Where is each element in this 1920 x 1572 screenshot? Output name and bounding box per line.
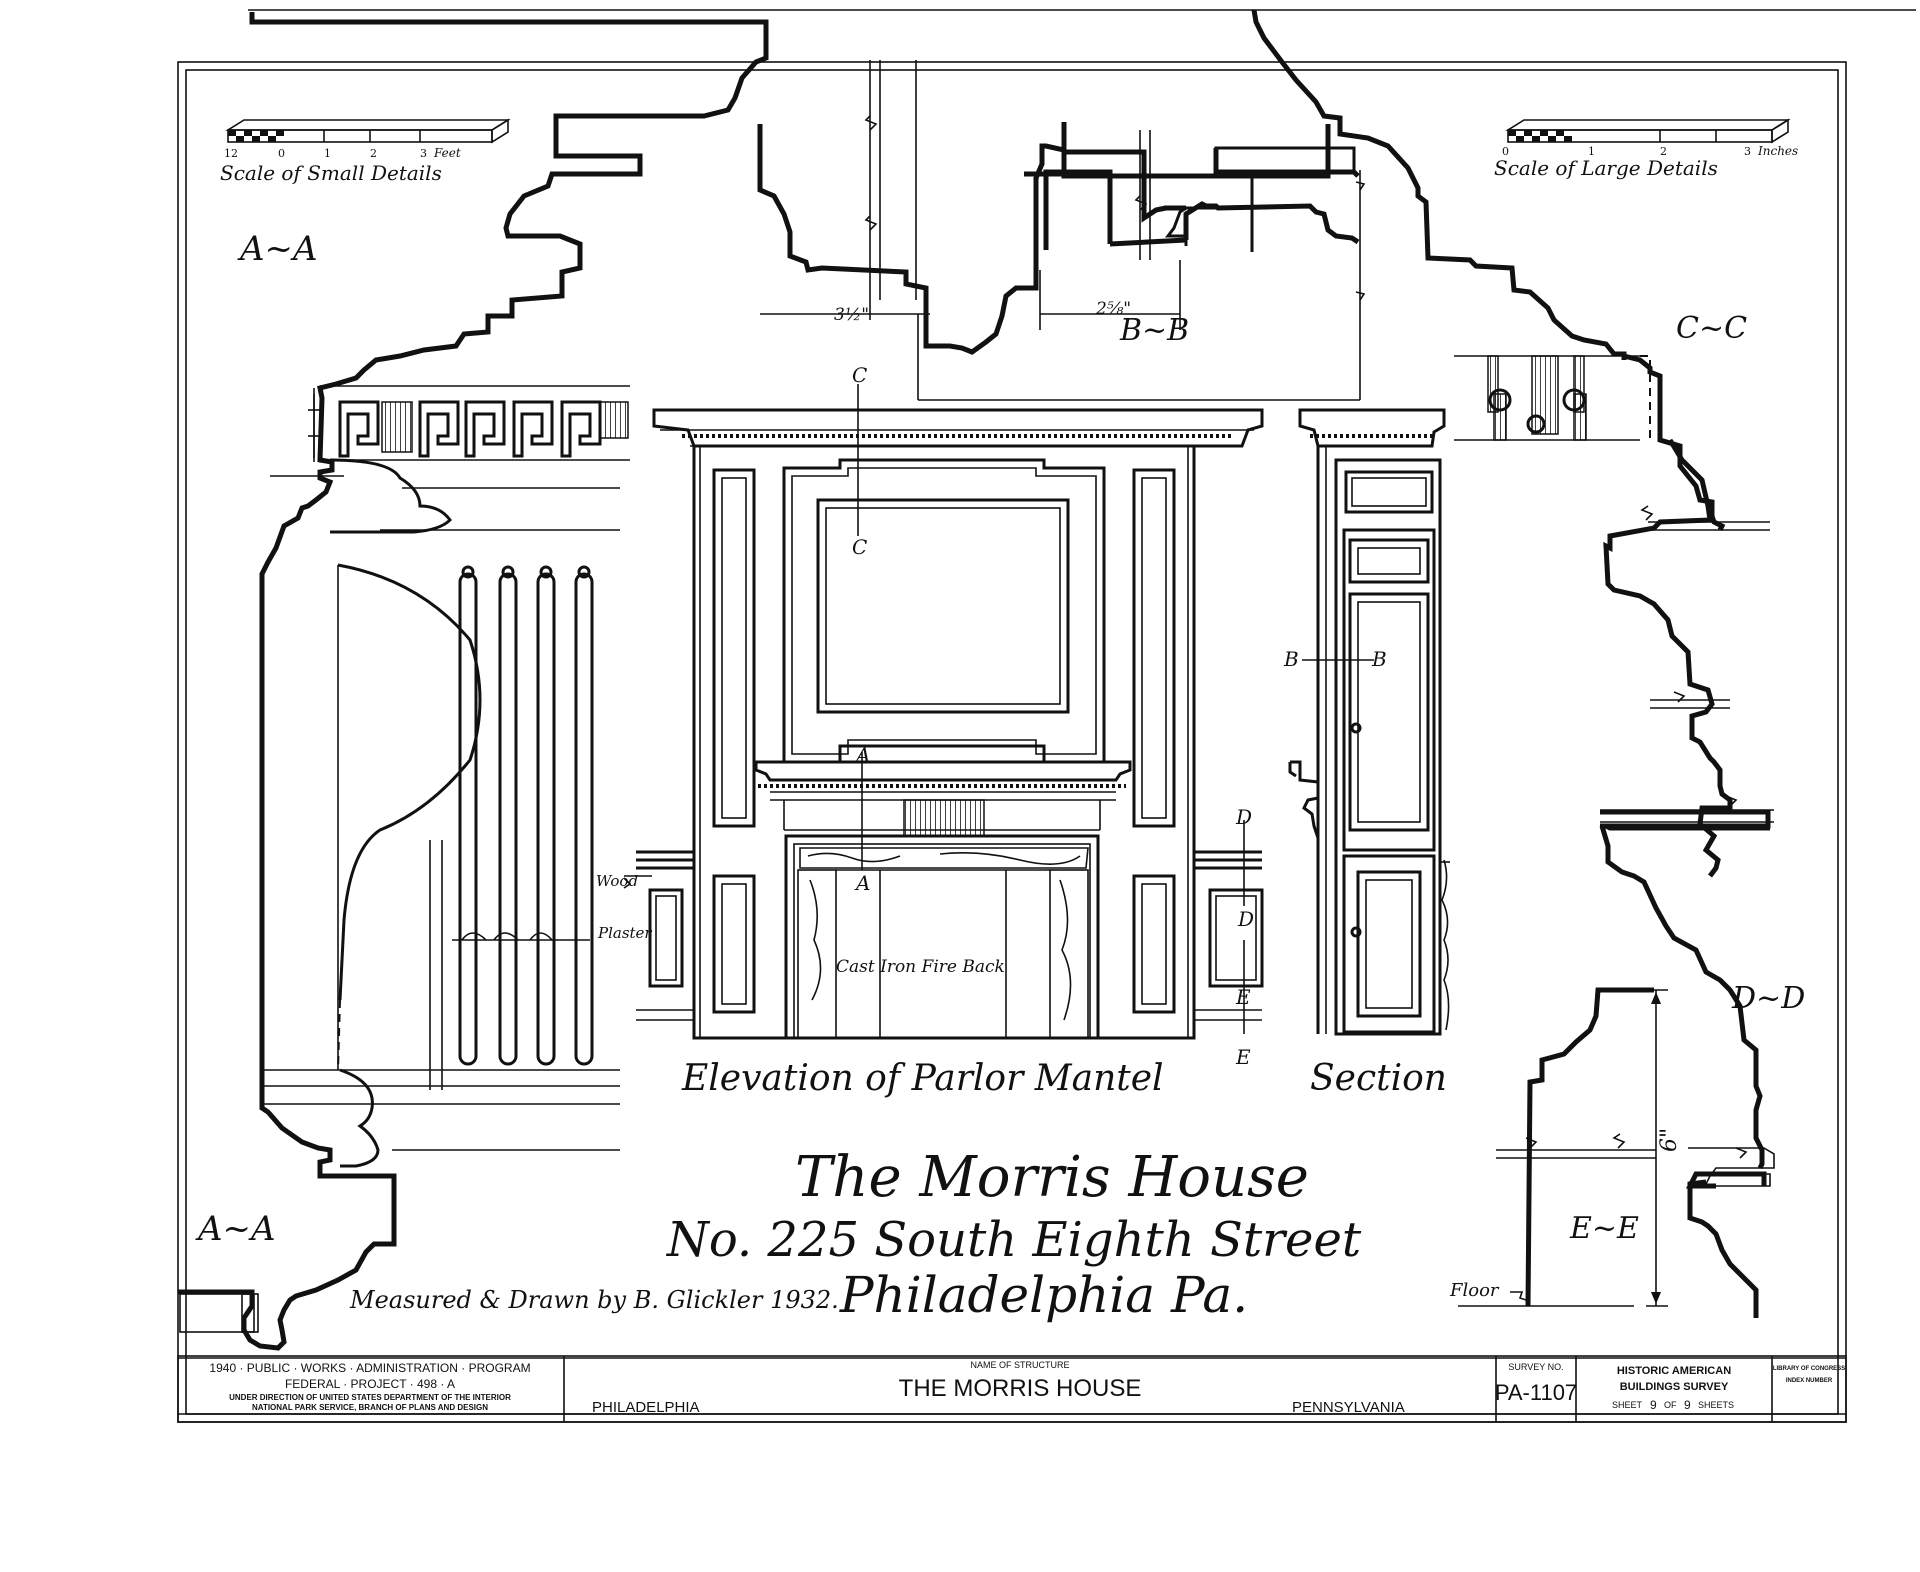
mantel-elevation [623,384,1264,1040]
sheet-word: SHEET [1612,1400,1643,1410]
scale-large-unit: Inches [1757,144,1798,158]
scale-large-label: Scale of Large Details [1494,156,1718,180]
cut-marker-d-mid: D [1237,907,1254,931]
name-of-structure-label: NAME OF STRUCTURE [971,1360,1070,1370]
greek-key-fret [313,385,630,461]
title-city: PHILADELPHIA [592,1399,700,1416]
building-address: No. 225 South Eighth Street [666,1212,1362,1268]
scale-large-tick-2: 2 [1660,145,1667,158]
label-section-a-a-bottom: A~A [195,1209,276,1249]
section-a-a-profile [178,12,769,1351]
cut-marker-c-top: C [852,363,867,387]
scale-large-tick-1: 1 [1588,145,1595,158]
section-c-c-profile [1251,9,1726,532]
section-b-b-profile [757,60,1366,401]
annotation-plaster: Plaster [597,924,652,942]
structure-name: THE MORRIS HOUSE [899,1375,1142,1402]
program-line-1: 1940 · PUBLIC · WORKS · ADMINISTRATION ·… [209,1361,530,1375]
program-line-4: NATIONAL PARK SERVICE, BRANCH OF PLANS A… [252,1403,488,1412]
survey-no-label: SURVEY NO. [1508,1362,1563,1372]
scale-small-tick-0: 0 [278,147,285,160]
habs-line-1: HISTORIC AMERICAN [1617,1365,1731,1377]
cut-marker-e-top: E [1235,985,1251,1009]
dim-6-inch: 6" [1657,1128,1682,1152]
dim-2-5-8-inch: 2⅝" [1095,299,1131,319]
cut-marker-e-bottom: E [1235,1045,1251,1069]
loc-line-2: INDEX NUMBER [1786,1378,1833,1384]
cut-marker-b-right: B [1371,647,1387,671]
section-title: Section [1310,1058,1447,1099]
title-state: PENNSYLVANIA [1292,1399,1405,1416]
scale-small-tick-3: 3 [420,147,427,160]
cut-marker-c-mid: C [852,535,867,559]
scale-small-tick-2: 2 [370,147,377,160]
credit-line: Measured & Drawn by B. Glickler 1932. [349,1286,839,1314]
sheets-word: SHEETS [1698,1400,1734,1410]
cut-marker-a-bottom: A [854,871,870,895]
scale-small-tick-1: 1 [324,147,331,160]
cut-marker-a-top: A [854,743,870,767]
label-section-b-b: B~B [1119,313,1189,348]
elevation-title: Elevation of Parlor Mantel [681,1058,1164,1099]
annotation-fire-back: Cast Iron Fire Back [836,957,1005,977]
label-floor: Floor [1449,1280,1500,1301]
scale-small-unit: Feet [433,146,461,160]
annotation-wood: Wood [596,872,638,890]
building-city: Philadelphia Pa. [839,1266,1248,1324]
scale-small-details: 12 0 1 2 3 Feet Scale of Small Details [220,118,511,185]
sheet-count: SHEET 9 OF 9 SHEETS [1612,1398,1734,1412]
program-line-3: UNDER DIRECTION OF UNITED STATES DEPARTM… [229,1393,511,1402]
scale-large-tick-3: 3 [1744,145,1751,158]
door-section [1288,408,1450,1036]
sheet-no: 9 [1650,1398,1657,1412]
habs-line-2: BUILDINGS SURVEY [1620,1381,1729,1393]
sheet-total: 9 [1684,1398,1691,1412]
section-e-e-profile [1458,987,1668,1307]
label-section-a-a-top: A~A [237,229,318,269]
label-section-e-e: E~E [1569,1211,1639,1246]
program-line-2: FEDERAL · PROJECT · 498 · A [285,1377,455,1391]
label-section-d-d: D~D [1731,981,1805,1016]
cut-marker-d-top: D [1235,805,1252,829]
section-profile-right [1599,438,1775,1318]
survey-no: PA-1107 [1495,1380,1577,1405]
of-word: OF [1664,1400,1677,1410]
label-section-c-c: C~C [1676,311,1747,346]
loc-line-1: LIBRARY OF CONGRESS [1773,1366,1845,1372]
flutes [458,565,594,1066]
scale-large-details: 0 1 2 3 Inches Scale of Large Details [1494,118,1798,180]
building-name: The Morris House [795,1145,1309,1210]
cut-marker-b-left: B [1283,647,1299,671]
dim-3-half-inch: 3½" [834,305,869,325]
title-block [177,1355,1847,1423]
scale-small-label: Scale of Small Details [220,161,442,185]
scale-large-tick-0: 0 [1502,145,1509,158]
scale-small-tick-12: 12 [224,147,238,160]
